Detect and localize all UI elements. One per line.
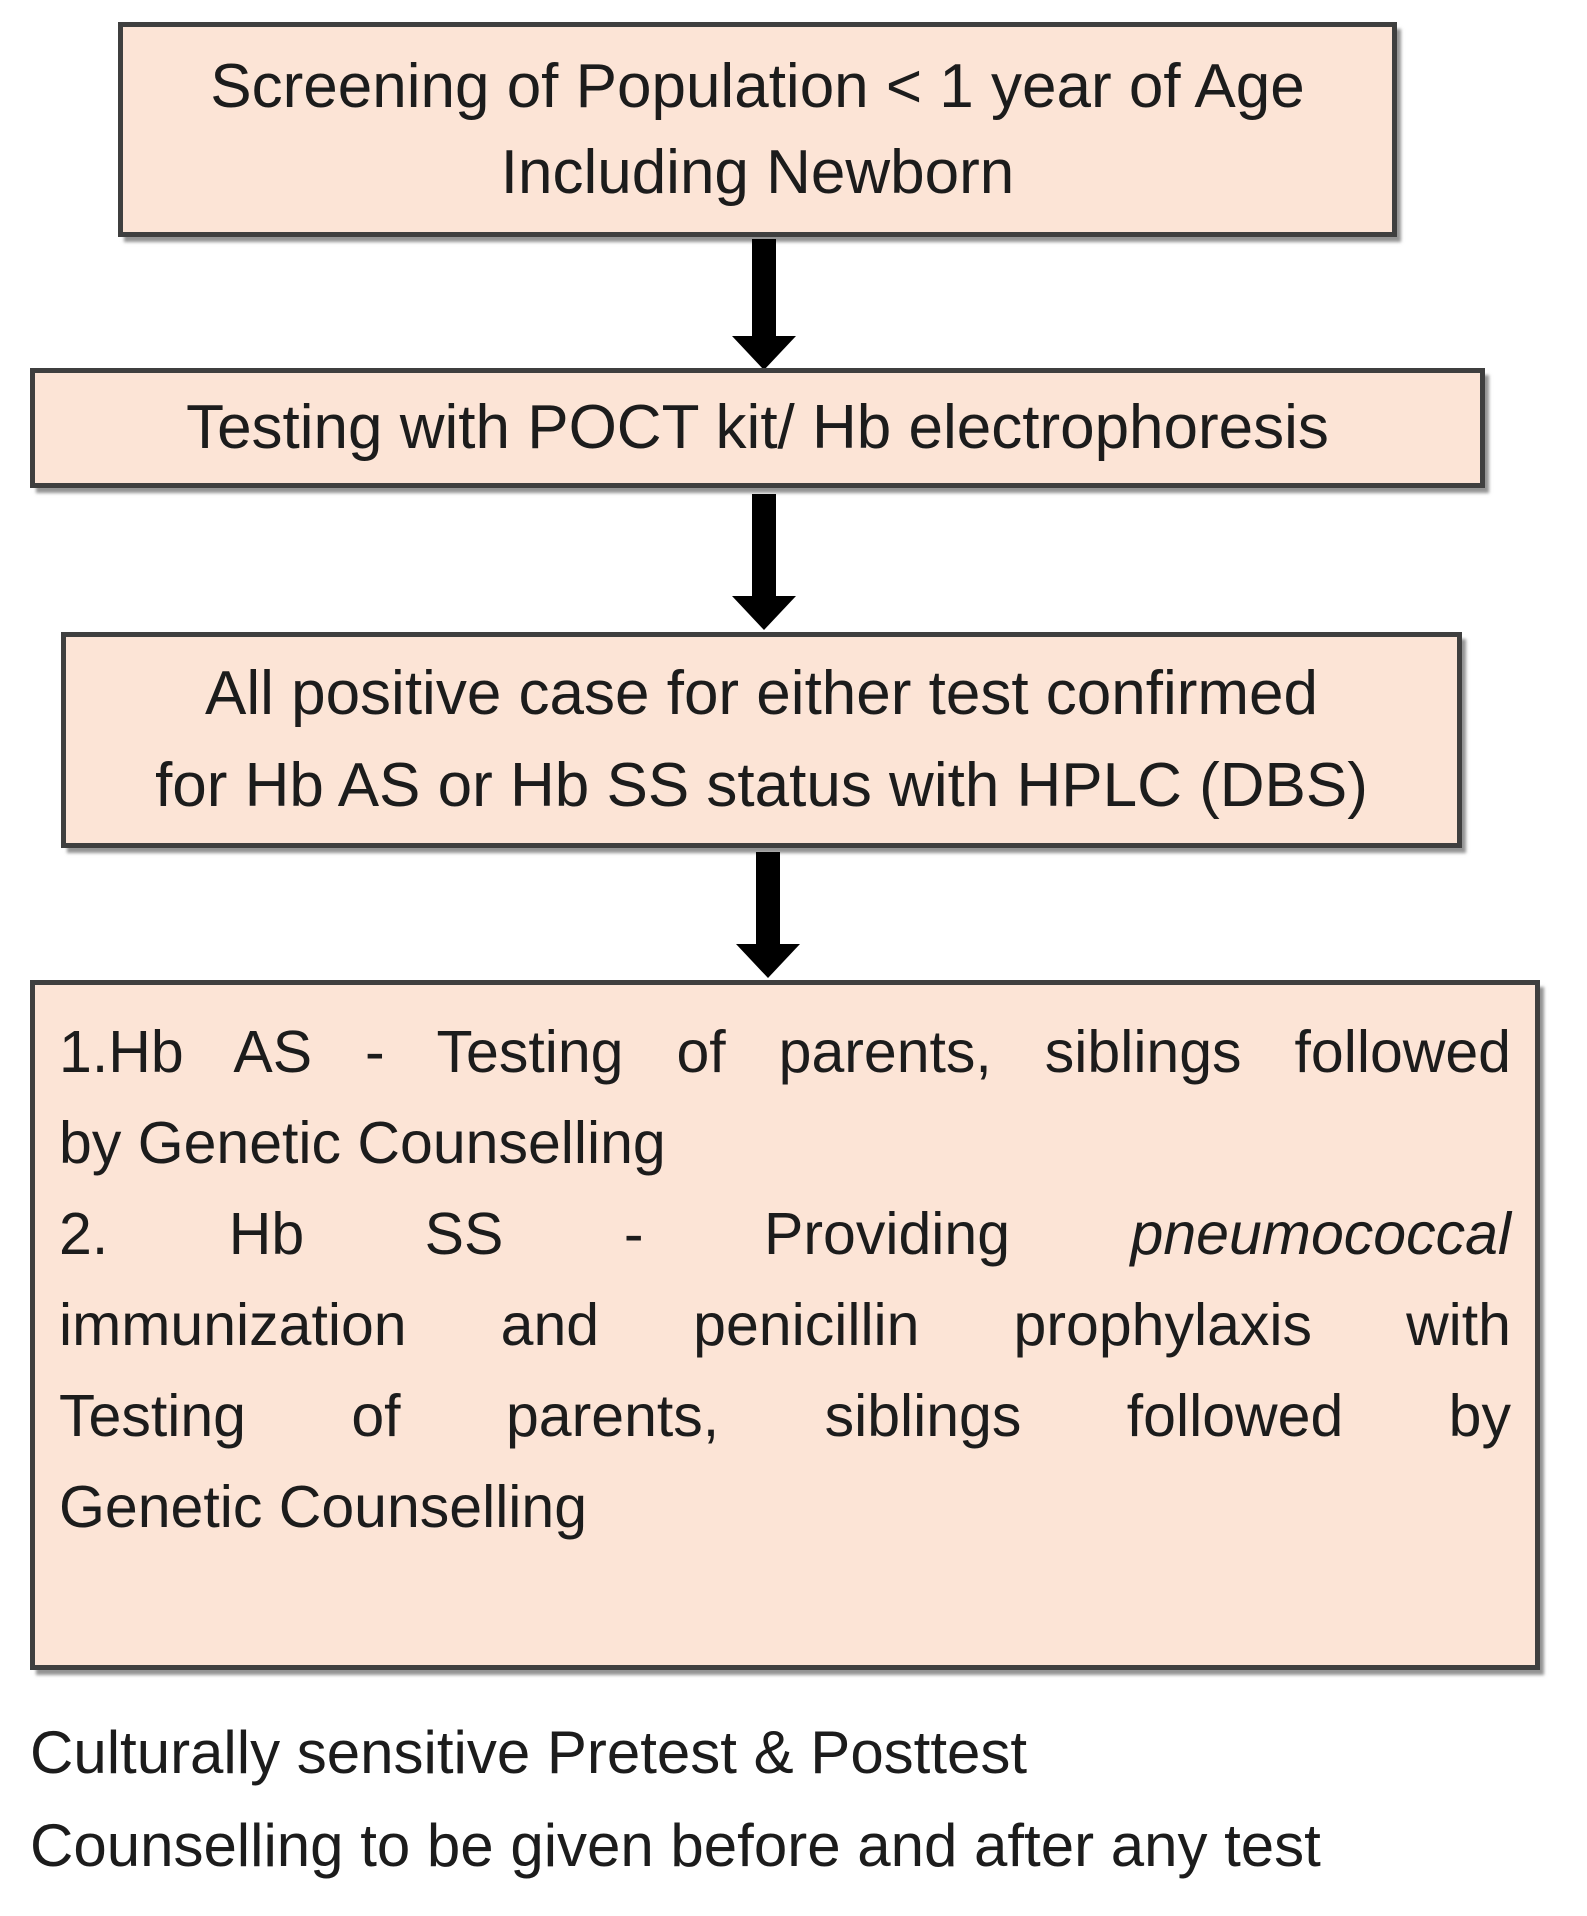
- node-management-box: 1.Hb AS - Testing of parents, siblings f…: [30, 980, 1540, 1670]
- management-line-1: 1.Hb AS - Testing of parents, siblings f…: [59, 1019, 1511, 1085]
- node-confirmation-box: All positive case for either test confir…: [61, 632, 1462, 848]
- management-line-3: 2. Hb SS - Providing pneumococcal: [59, 1189, 1511, 1280]
- arrow-head-icon: [736, 944, 800, 978]
- footer-note: Culturally sensitive Pretest & Posttest …: [30, 1706, 1575, 1892]
- arrow-shaft: [752, 494, 776, 596]
- arrow-shaft: [756, 852, 780, 944]
- down-arrow-2: [732, 494, 796, 630]
- down-arrow-3: [736, 852, 800, 978]
- management-line-6: Genetic Counselling: [59, 1474, 588, 1540]
- management-line-4: immunization and penicillin prophylaxis …: [59, 1292, 1511, 1358]
- footer-line-1: Culturally sensitive Pretest & Posttest: [30, 1719, 1028, 1786]
- management-line-5: Testing of parents, siblings followed by: [59, 1383, 1511, 1449]
- screening-line-2: Including Newborn: [500, 137, 1015, 207]
- testing-line-1: Testing with POCT kit/ Hb electrophoresi…: [186, 393, 1329, 462]
- down-arrow-1: [732, 239, 796, 370]
- arrow-head-icon: [732, 596, 796, 630]
- arrow-head-icon: [732, 336, 796, 370]
- node-testing-box: Testing with POCT kit/ Hb electrophoresi…: [30, 368, 1485, 488]
- management-line-2: by Genetic Counselling: [59, 1110, 666, 1176]
- confirmation-line-1: All positive case for either test confir…: [204, 659, 1319, 728]
- screening-line-1: Screening of Population < 1 year of Age: [210, 51, 1305, 121]
- management-line-3-italic: pneumococcal: [1130, 1201, 1511, 1267]
- footer-line-2: Counselling to be given before and after…: [30, 1812, 1321, 1879]
- arrow-shaft: [752, 239, 776, 336]
- confirmation-line-2: for Hb AS or Hb SS status with HPLC (DBS…: [155, 751, 1368, 820]
- management-line-3-text: 2. Hb SS - Providing: [59, 1201, 1011, 1267]
- node-screening-box: Screening of Population < 1 year of Age …: [118, 22, 1397, 237]
